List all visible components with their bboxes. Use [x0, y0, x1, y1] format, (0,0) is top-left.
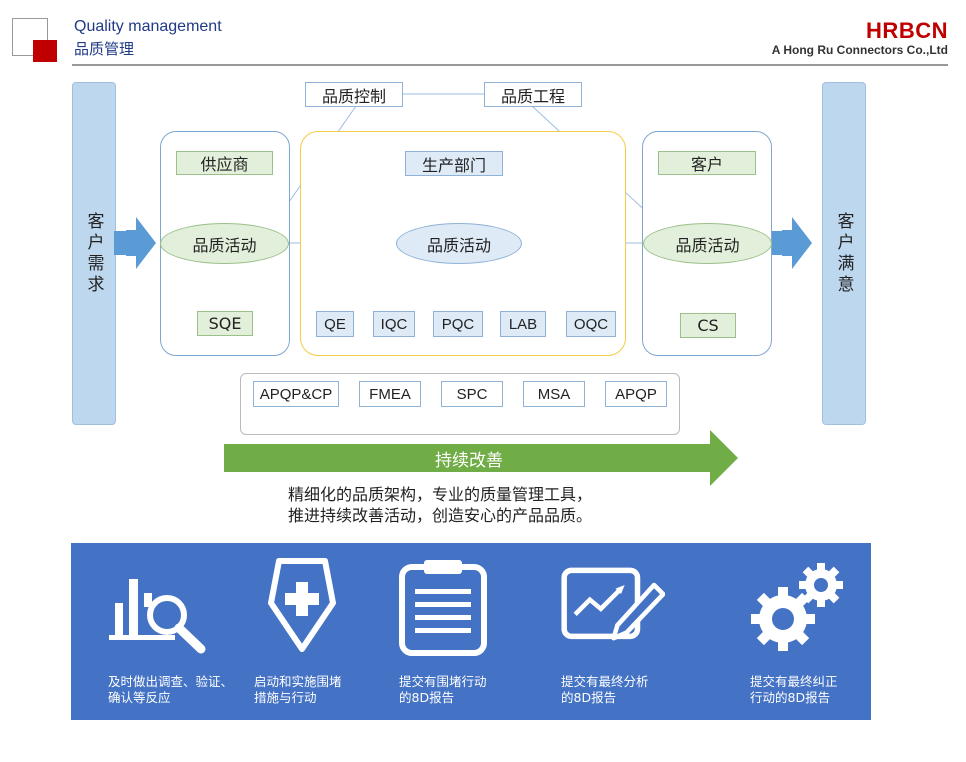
- step-4-line-2: 的8D报告: [561, 690, 617, 705]
- oqc-box: OQC: [566, 311, 616, 337]
- step-1-line-1: 及时做出调查、验证、: [108, 674, 234, 689]
- tool-spc-box: SPC: [441, 381, 503, 407]
- customer-demand-pillar: 客户需求: [72, 82, 116, 425]
- supplier-title-box: 供应商: [176, 151, 273, 175]
- cs-box: CS: [680, 313, 736, 338]
- customer-activity-ellipse: 品质活动: [643, 223, 772, 264]
- logo-square-red: [33, 40, 57, 62]
- input-arrow-stem: [126, 230, 136, 256]
- customer-satisfaction-pillar: 客户满意: [822, 82, 866, 425]
- tool-fmea-box: FMEA: [359, 381, 421, 407]
- sqe-box: SQE: [197, 311, 253, 336]
- gears-icon: [751, 563, 843, 651]
- medical-shield-icon: [268, 558, 336, 652]
- iqc-box: IQC: [373, 311, 415, 337]
- production-title-box: 生产部门: [405, 151, 503, 176]
- production-activity-ellipse: 品质活动: [396, 223, 522, 264]
- tool-msa-box: MSA: [523, 381, 585, 407]
- input-arrow-icon: [114, 217, 156, 269]
- page-title-en: Quality management: [74, 18, 222, 35]
- step-3-line-1: 提交有围堵行动: [399, 674, 487, 689]
- quality-engineering-box: 品质工程: [484, 82, 582, 107]
- lab-box: LAB: [500, 311, 546, 337]
- step-1-line-2: 确认等反应: [108, 690, 171, 705]
- chart-pen-icon: [561, 567, 665, 641]
- output-arrow-stem: [782, 230, 792, 256]
- supplier-activity-ellipse: 品质活动: [160, 223, 289, 264]
- summary-text: 精细化的品质架构，专业的质量管理工具， 推进持续改善活动，创造安心的产品品质。: [288, 484, 592, 526]
- summary-line-1: 精细化的品质架构，专业的质量管理工具，: [288, 485, 593, 504]
- step-5-line-1: 提交有最终纠正: [750, 674, 838, 689]
- customer-title-box: 客户: [658, 151, 756, 175]
- quality-control-box: 品质控制: [305, 82, 403, 107]
- clipboard-report-icon: [399, 560, 487, 656]
- step-4-text: 提交有最终分析 的8D报告: [561, 674, 649, 706]
- step-2-text: 启动和实施围堵 措施与行动: [254, 674, 342, 706]
- step-2-line-1: 启动和实施围堵: [254, 674, 342, 689]
- brand-subtitle: A Hong Ru Connectors Co.,Ltd: [771, 43, 948, 57]
- 8d-steps-panel: 及时做出调查、验证、 确认等反应 启动和实施围堵 措施与行动 提交有围堵行动 的…: [71, 543, 871, 720]
- tool-apqp-cp-box: APQP&CP: [253, 381, 339, 407]
- output-arrow-icon: [770, 217, 812, 269]
- step-5-text: 提交有最终纠正 行动的8D报告: [750, 674, 838, 706]
- brand-logo-text: HRBCN: [866, 18, 948, 43]
- step-4-line-1: 提交有最终分析: [561, 674, 649, 689]
- step-3-text: 提交有围堵行动 的8D报告: [399, 674, 487, 706]
- continuous-improvement-arrow: [224, 430, 738, 486]
- logo-square-outline: [12, 18, 48, 56]
- tool-apqp-box: APQP: [605, 381, 667, 407]
- header-divider: [72, 64, 948, 66]
- step-3-line-2: 的8D报告: [399, 690, 455, 705]
- step-2-line-2: 措施与行动: [254, 690, 317, 705]
- page-title-cn: 品质管理: [74, 40, 135, 58]
- step-1-text: 及时做出调查、验证、 确认等反应: [108, 674, 233, 706]
- qe-box: QE: [316, 311, 354, 337]
- pqc-box: PQC: [433, 311, 483, 337]
- step-5-line-2: 行动的8D报告: [750, 690, 831, 705]
- continuous-improvement-label: 持续改善: [435, 451, 503, 471]
- bar-chart-magnifier-icon: [109, 579, 206, 654]
- summary-line-2: 推进持续改善活动，创造安心的产品品质。: [288, 506, 593, 525]
